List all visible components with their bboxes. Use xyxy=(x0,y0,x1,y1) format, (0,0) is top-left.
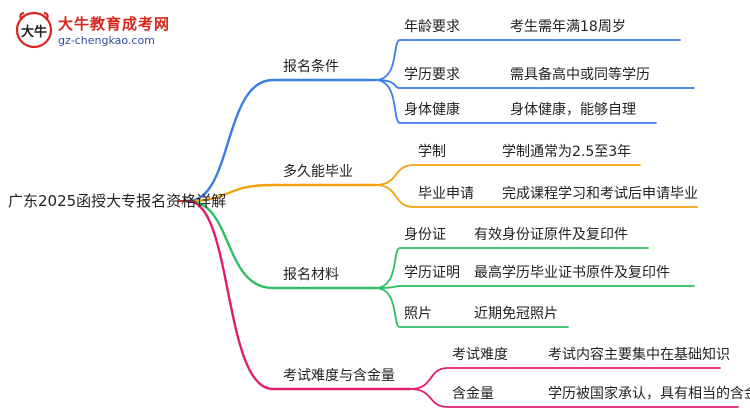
leaf-key-0-1: 学历要求 xyxy=(404,67,460,83)
leaf-value-1-0: 学制通常为2.5至3年 xyxy=(502,144,632,160)
branch-connector-1 xyxy=(186,183,377,203)
leaf-value-1-1: 完成课程学习和考试后申请毕业 xyxy=(502,186,698,202)
leaf-key-2-2: 照片 xyxy=(404,306,432,322)
leaf-connector-2-2 xyxy=(374,287,569,328)
leaf-value-0-0: 考生需年满18周岁 xyxy=(510,19,626,35)
logo-mark-text: 大牛 xyxy=(21,24,47,40)
leaf-connector-2-0 xyxy=(374,247,649,289)
leaf-key-2-0: 身份证 xyxy=(404,227,446,243)
leaf-value-0-2: 身体健康，能够自理 xyxy=(510,102,636,118)
leaf-key-3-1: 含金量 xyxy=(452,386,494,402)
branch-connector-3 xyxy=(186,199,412,391)
leaf-key-2-1: 学历证明 xyxy=(404,265,460,281)
leaf-value-3-1: 学历被国家承认，具有相当的含金量 xyxy=(548,386,750,402)
leaf-connector-1-1 xyxy=(374,184,698,208)
branch-label-0: 报名条件 xyxy=(283,59,339,75)
branch-connector-0 xyxy=(186,78,377,203)
root-topic: 广东2025函授大专报名资格详解 xyxy=(8,192,227,210)
leaf-key-0-0: 年龄要求 xyxy=(404,19,460,35)
bull-logo-icon: 大牛 xyxy=(15,11,53,49)
leaf-key-1-0: 学制 xyxy=(418,144,446,160)
leaf-value-2-2: 近期免冠照片 xyxy=(474,306,558,322)
leaf-connector-0-0 xyxy=(374,39,681,81)
leaf-value-2-0: 有效身份证原件及复印件 xyxy=(474,227,628,243)
leaf-key-1-1: 毕业申请 xyxy=(418,186,474,202)
leaf-connector-3-0 xyxy=(409,367,721,390)
leaf-connector-0-2 xyxy=(374,79,657,124)
leaf-value-0-1: 需具备高中或同等学历 xyxy=(510,67,650,83)
branch-label-3: 考试难度与含金量 xyxy=(283,368,395,384)
leaf-connector-2-1 xyxy=(374,285,695,289)
leaf-value-3-0: 考试内容主要集中在基础知识 xyxy=(548,347,730,363)
leaf-value-2-1: 最高学历毕业证书原件及复印件 xyxy=(474,265,670,281)
branch-label-2: 报名材料 xyxy=(283,267,339,283)
logo-title: 大牛教育成考网 xyxy=(58,15,171,33)
site-logo: 大牛 大牛教育成考网 gz-chengkao.com xyxy=(14,10,204,54)
leaf-key-0-2: 身体健康 xyxy=(404,102,460,118)
leaf-key-3-0: 考试难度 xyxy=(452,347,508,363)
leaf-connector-1-0 xyxy=(374,164,641,186)
logo-url: gz-chengkao.com xyxy=(58,34,155,47)
leaf-connector-3-1 xyxy=(409,388,739,408)
branch-label-1: 多久能毕业 xyxy=(283,164,353,180)
branch-connector-2 xyxy=(186,199,377,290)
